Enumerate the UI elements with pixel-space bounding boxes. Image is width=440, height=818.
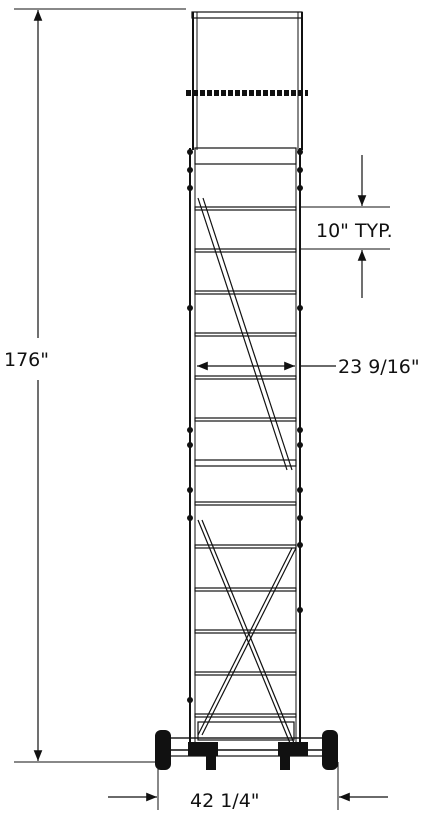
bolt xyxy=(187,697,193,703)
wheel-hub-left xyxy=(188,742,218,756)
bolt xyxy=(297,427,303,433)
bolt xyxy=(187,149,193,155)
rung xyxy=(194,587,297,592)
rung xyxy=(194,629,297,634)
bolt xyxy=(187,167,193,173)
bolt xyxy=(297,515,303,521)
base-step xyxy=(197,721,295,741)
top-cap xyxy=(191,11,303,19)
bolt xyxy=(297,185,303,191)
caster-wheel-left xyxy=(155,730,171,770)
height-dimension: 176" xyxy=(4,8,186,763)
bolt xyxy=(297,305,303,311)
inner-width-label: 23 9/16" xyxy=(338,356,420,378)
rung xyxy=(194,544,297,549)
rung xyxy=(194,713,297,718)
rung xyxy=(194,671,297,676)
bolt xyxy=(297,167,303,173)
foot-right xyxy=(280,756,290,770)
rung xyxy=(194,248,297,253)
foot-left xyxy=(206,756,216,770)
platform-band xyxy=(194,147,297,165)
rung xyxy=(194,459,297,467)
wheel-hub-right xyxy=(278,742,308,756)
lower-x-brace xyxy=(197,519,297,749)
rungs xyxy=(194,206,297,718)
height-label: 176" xyxy=(4,349,49,371)
bolt xyxy=(297,607,303,613)
bolt xyxy=(187,305,193,311)
upper-diagonal-brace xyxy=(197,197,293,471)
rung xyxy=(194,375,297,380)
base-width-dimension: 42 1/4" xyxy=(108,762,388,812)
wheel-base xyxy=(155,721,338,770)
bolt xyxy=(187,515,193,521)
caster-wheel-right xyxy=(322,730,338,770)
rung xyxy=(194,290,297,295)
rung-spacing-label: 10" TYP. xyxy=(316,220,393,242)
inner-width-dimension: 23 9/16" xyxy=(197,356,420,378)
bolt xyxy=(297,149,303,155)
base-width-label: 42 1/4" xyxy=(190,790,260,812)
rung xyxy=(194,332,297,337)
bolt xyxy=(297,542,303,548)
bolt xyxy=(187,185,193,191)
bolt xyxy=(187,442,193,448)
bolt xyxy=(187,487,193,493)
ladder-frame xyxy=(186,11,308,749)
bolt xyxy=(187,427,193,433)
bolt xyxy=(297,442,303,448)
rung xyxy=(194,417,297,422)
rung xyxy=(194,501,297,506)
rung xyxy=(194,206,297,211)
rung-spacing-dimension: 10" TYP. xyxy=(300,155,393,298)
bolt xyxy=(297,487,303,493)
rail-hardware xyxy=(187,149,303,703)
